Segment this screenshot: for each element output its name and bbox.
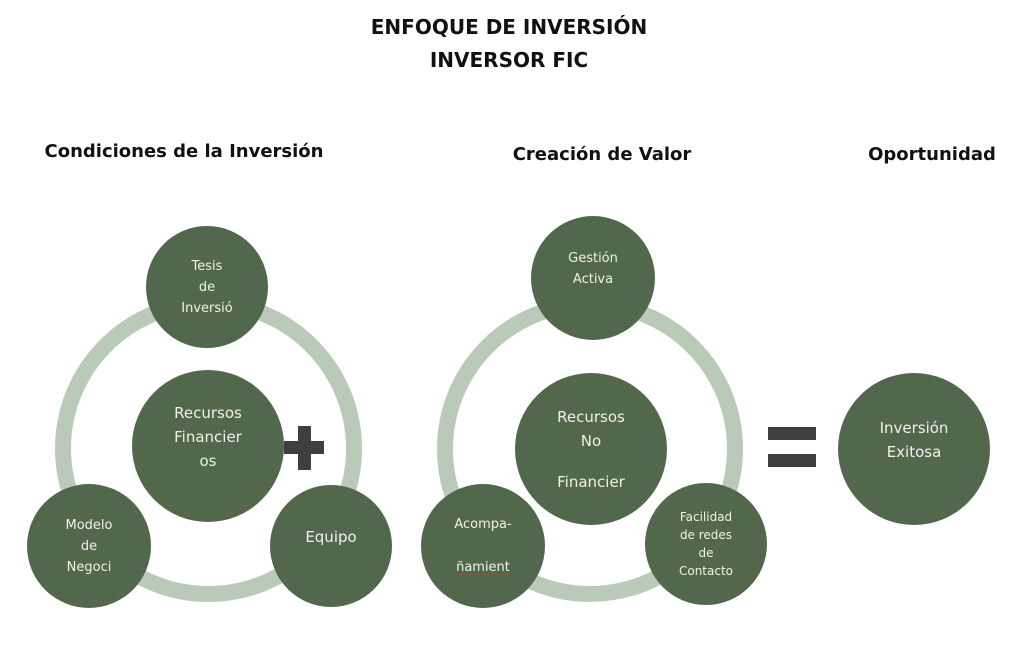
node-recursos-no-financieros: Recursos No Financier <box>515 373 667 525</box>
heading-conditions: Condiciones de la Inversión <box>44 141 324 162</box>
node-text: de <box>80 538 98 554</box>
node-tesis-inversion: Tesis de Inversió <box>146 226 268 348</box>
heading-opportunity: Oportunidad <box>868 144 996 165</box>
node-text: Inversió <box>181 300 233 316</box>
node-gestion-activa: Gestión Activa <box>531 216 655 340</box>
node-text: No <box>580 431 602 450</box>
node-text: Financier <box>174 428 242 446</box>
node-inversion-exitosa: Inversión Exitosa <box>838 373 990 525</box>
node-facilidad-redes: Facilidad de redes de Contacto <box>645 483 767 605</box>
node-recursos-financieros: Recursos Financier os <box>132 370 284 522</box>
diagram-subtitle: INVERSOR FIC <box>429 48 589 72</box>
node-text: ñamient <box>456 560 510 575</box>
node-text: Facilidad <box>679 510 733 524</box>
node-text: Acompa- <box>454 517 512 532</box>
node-text: Modelo <box>65 517 113 533</box>
node-acompanamiento: Acompa- ñamient <box>421 484 545 608</box>
node-equipo: Equipo <box>270 485 392 607</box>
node-text: os <box>199 452 217 470</box>
diagram-title: ENFOQUE DE INVERSIÓN <box>370 15 648 39</box>
node-text: Equipo <box>305 528 357 546</box>
node-text: Tesis <box>191 258 223 274</box>
node-text: Financier <box>557 472 625 491</box>
node-text: de redes <box>679 528 733 542</box>
node-text: Negoci <box>66 559 112 575</box>
node-text: Recursos <box>557 407 625 426</box>
node-text: Activa <box>572 272 614 287</box>
node-text: Exitosa <box>886 443 942 461</box>
node-text: Recursos <box>174 404 242 422</box>
node-text: Contacto <box>678 564 734 578</box>
node-modelo-negocio: Modelo de Negoci <box>27 484 151 608</box>
node-text: Inversión <box>879 419 949 437</box>
node-text: de <box>698 546 714 560</box>
node-text: Gestión <box>568 251 618 266</box>
heading-value-creation: Creación de Valor <box>512 144 692 165</box>
node-text: de <box>198 279 216 295</box>
